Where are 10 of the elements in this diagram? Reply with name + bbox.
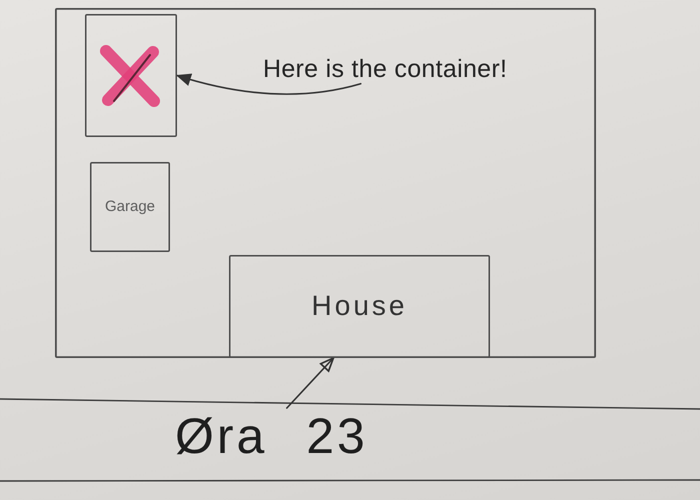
container-frame <box>55 8 596 358</box>
placeholder-box <box>85 14 177 137</box>
room-label: Garage <box>104 198 156 216</box>
annotation-text: Here is the container! <box>263 55 508 84</box>
room-box <box>90 162 170 252</box>
room-box <box>229 255 490 358</box>
arrow <box>286 357 334 409</box>
handwritten-label: Øra 23 <box>175 408 368 466</box>
curved-arrow <box>176 73 362 95</box>
room-label: House <box>312 290 408 323</box>
